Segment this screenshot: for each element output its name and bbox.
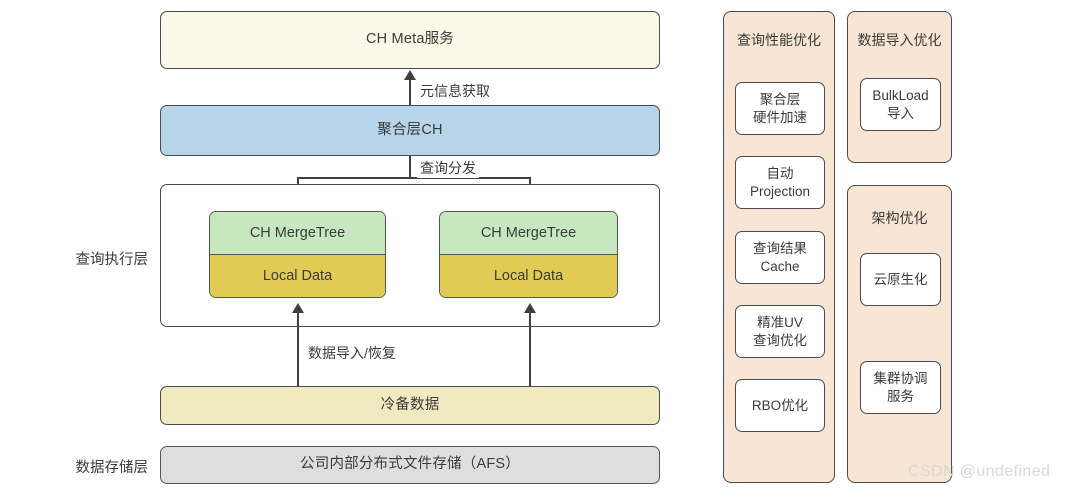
aggregation-layer-box: 聚合层CH [160,105,660,156]
panel-item-aggregation-hardware-accel[interactable]: 聚合层 硬件加速 [735,82,825,135]
panel-item-precise-uv-query-optimization[interactable]: 精准UV 查询优化 [735,305,825,358]
query-dispatch-edge-label: 查询分发 [417,158,479,178]
panel-query-performance-optimization: 查询性能优化 聚合层 硬件加速 自动 Projection 查询结果 Cache… [723,11,835,483]
panel-item-cluster-coordination-service[interactable]: 集群协调 服务 [860,361,941,414]
meta-fetch-arrow-head [404,70,416,80]
panel-item-cloud-native[interactable]: 云原生化 [860,253,941,306]
cold-backup-data-box: 冷备数据 [160,386,660,425]
mergetree-engine-1-label: CH MergeTree [249,224,346,241]
meta-fetch-edge-label: 元信息获取 [417,81,493,101]
data-import-arrow-head-left [292,303,304,313]
watermark: CSDN @undefined [908,463,1051,480]
cold-backup-data-label: 冷备数据 [380,396,440,413]
local-data-1-label: Local Data [262,267,333,284]
aggregation-layer-label: 聚合层CH [377,121,443,138]
panel-query-performance-title: 查询性能优化 [737,32,821,48]
data-import-line-right [529,312,531,386]
meta-fetch-arrow-line [409,79,411,106]
panel-data-ingestion-title: 数据导入优化 [857,32,942,48]
panel-item-rbo-optimization[interactable]: RBO优化 [735,379,825,432]
ch-meta-service-box: CH Meta服务 [160,11,660,69]
panel-item-query-result-cache[interactable]: 查询结果 Cache [735,231,825,284]
data-import-edge-label: 数据导入/恢复 [305,343,399,363]
afs-storage-label: 公司内部分布式文件存储（AFS） [300,456,520,473]
local-data-2-label: Local Data [493,267,564,284]
query-dispatch-split [297,177,530,179]
execution-node-1: CH MergeTree Local Data [209,211,386,298]
data-import-line-left [297,312,299,386]
panel-item-auto-projection[interactable]: 自动 Projection [735,156,825,209]
local-data-1: Local Data [210,254,385,297]
panel-item-bulkload-import[interactable]: BulkLoad 导入 [860,78,941,131]
mergetree-engine-1: CH MergeTree [210,212,385,255]
panel-architecture-optimization: 架构优化 云原生化 集群协调 服务 [847,185,952,483]
local-data-2: Local Data [440,254,617,297]
mergetree-engine-2: CH MergeTree [440,212,617,255]
mergetree-engine-2-label: CH MergeTree [480,224,577,241]
data-storage-layer-label: 数据存储层 [75,460,149,476]
panel-data-ingestion-optimization: 数据导入优化 BulkLoad 导入 [847,11,952,163]
ch-meta-service-label: CH Meta服务 [365,31,454,48]
execution-node-2: CH MergeTree Local Data [439,211,618,298]
data-import-arrow-head-right [524,303,536,313]
afs-storage-box: 公司内部分布式文件存储（AFS） [160,446,660,484]
query-execution-layer-label: 查询执行层 [75,252,149,268]
query-dispatch-trunk [409,156,411,178]
panel-architecture-title: 架构优化 [871,210,928,226]
